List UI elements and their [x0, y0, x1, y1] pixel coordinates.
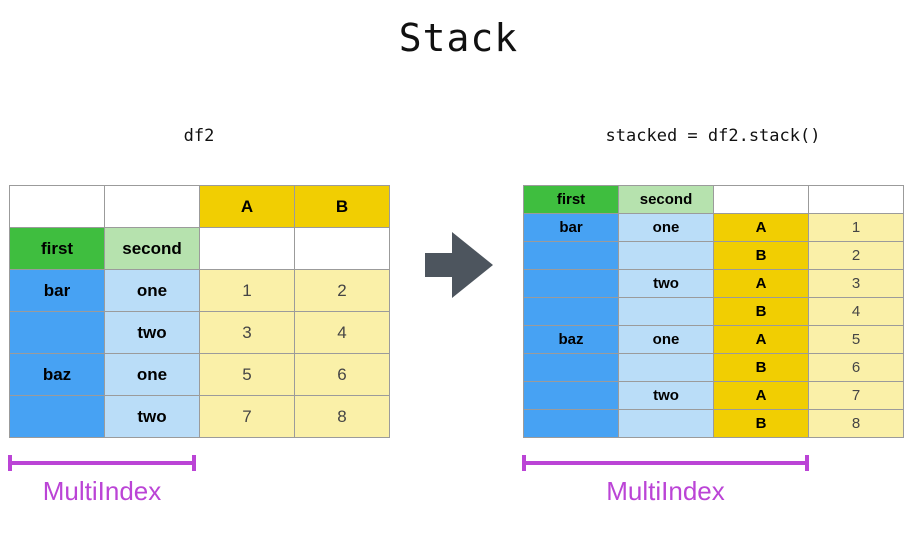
value-cell: 8 — [295, 396, 390, 438]
index-cell: two — [105, 396, 200, 438]
df2-table: A B first second bar one 1 2 two 3 4 baz… — [9, 185, 390, 438]
value-cell: 5 — [809, 326, 904, 354]
col-label-cell: A — [714, 326, 809, 354]
index-cell — [524, 354, 619, 382]
empty-cell — [295, 228, 390, 270]
index-cell: bar — [10, 270, 105, 312]
index-cell: one — [619, 326, 714, 354]
empty-cell — [809, 186, 904, 214]
index-cell — [619, 410, 714, 438]
value-cell: 4 — [295, 312, 390, 354]
value-cell: 5 — [200, 354, 295, 396]
value-cell: 6 — [295, 354, 390, 396]
index-cell — [524, 242, 619, 270]
index-name-cell: first — [524, 186, 619, 214]
index-name-cell: second — [619, 186, 714, 214]
index-cell: one — [619, 214, 714, 242]
multiindex-bracket-icon — [8, 455, 196, 471]
index-cell: two — [105, 312, 200, 354]
diagram-title: Stack — [398, 16, 519, 60]
col-label-cell: A — [200, 186, 295, 228]
multiindex-label: MultiIndex — [42, 476, 162, 506]
index-cell — [524, 410, 619, 438]
col-label-cell: B — [714, 242, 809, 270]
index-cell — [524, 382, 619, 410]
index-cell — [10, 312, 105, 354]
value-cell: 3 — [809, 270, 904, 298]
col-label-cell: A — [714, 214, 809, 242]
value-cell: 3 — [200, 312, 295, 354]
col-label-cell: B — [714, 298, 809, 326]
right-table-label: stacked = df2.stack() — [605, 126, 821, 146]
col-label-cell: B — [714, 410, 809, 438]
col-label-cell: A — [714, 270, 809, 298]
multiindex-bracket-icon — [522, 455, 809, 471]
stacked-table: first second bar one A 1 B 2 two A 3 B 4… — [523, 185, 904, 438]
value-cell: 8 — [809, 410, 904, 438]
index-cell: two — [619, 270, 714, 298]
value-cell: 7 — [200, 396, 295, 438]
index-name-cell: second — [105, 228, 200, 270]
index-cell: baz — [524, 326, 619, 354]
value-cell: 6 — [809, 354, 904, 382]
arrow-right-icon — [425, 232, 493, 298]
value-cell: 7 — [809, 382, 904, 410]
value-cell: 2 — [809, 242, 904, 270]
index-cell: bar — [524, 214, 619, 242]
value-cell: 1 — [809, 214, 904, 242]
index-cell: baz — [10, 354, 105, 396]
col-label-cell: B — [714, 354, 809, 382]
index-cell — [524, 270, 619, 298]
index-name-cell: first — [10, 228, 105, 270]
empty-cell — [714, 186, 809, 214]
empty-cell — [200, 228, 295, 270]
col-label-cell: B — [295, 186, 390, 228]
value-cell: 1 — [200, 270, 295, 312]
index-cell: one — [105, 354, 200, 396]
index-cell: two — [619, 382, 714, 410]
empty-cell — [10, 186, 105, 228]
value-cell: 4 — [809, 298, 904, 326]
left-table-label: df2 — [183, 126, 215, 146]
index-cell — [619, 298, 714, 326]
index-cell — [619, 242, 714, 270]
multiindex-label: MultiIndex — [606, 476, 725, 506]
index-cell — [10, 396, 105, 438]
index-cell — [619, 354, 714, 382]
index-cell: one — [105, 270, 200, 312]
index-cell — [524, 298, 619, 326]
empty-cell — [105, 186, 200, 228]
value-cell: 2 — [295, 270, 390, 312]
col-label-cell: A — [714, 382, 809, 410]
